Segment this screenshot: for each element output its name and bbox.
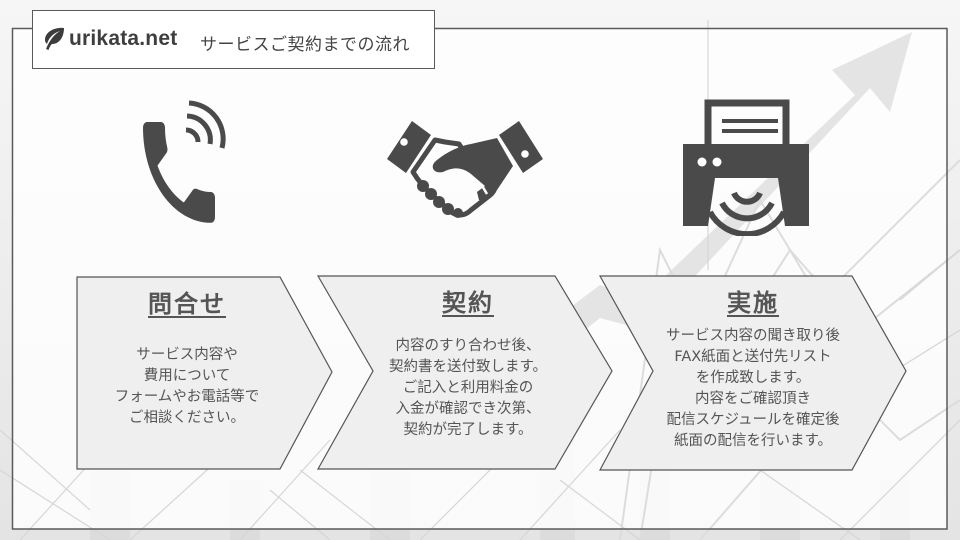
leaf-icon	[45, 27, 64, 50]
header-title-box: urikata.net サービスご契約までの流れ	[32, 10, 435, 69]
step-heading: 契約	[442, 289, 494, 317]
handshake-icon	[387, 121, 543, 218]
phone-icon	[143, 100, 226, 223]
step-heading: 実施	[727, 289, 779, 317]
step-inquiry: 問合せ サービス内容や 費用について フォームやお電話等で ご相談ください。	[77, 284, 297, 429]
fax-printer-icon	[683, 99, 809, 236]
step-execution: 実施 サービス内容の聞き取り後 FAX紙面と送付先リスト を作成致します。 内容…	[648, 283, 858, 452]
step-description: サービス内容や 費用について フォームやお電話等で ご相談ください。	[114, 347, 260, 426]
step-description: 内容のすり合わせ後、 契約書を送付致します。 ご記入と利用料金の 入金が確認でき…	[388, 338, 548, 438]
step-contract: 契約 内容のすり合わせ後、 契約書を送付致します。 ご記入と利用料金の 入金が確…	[368, 283, 568, 441]
page-title: サービスご契約までの流れ	[200, 35, 410, 55]
step-description: サービス内容の聞き取り後 FAX紙面と送付先リスト を作成致します。 内容をご確…	[666, 328, 840, 449]
logo-text: urikata.net	[69, 27, 178, 50]
step-heading: 問合せ	[148, 290, 226, 318]
